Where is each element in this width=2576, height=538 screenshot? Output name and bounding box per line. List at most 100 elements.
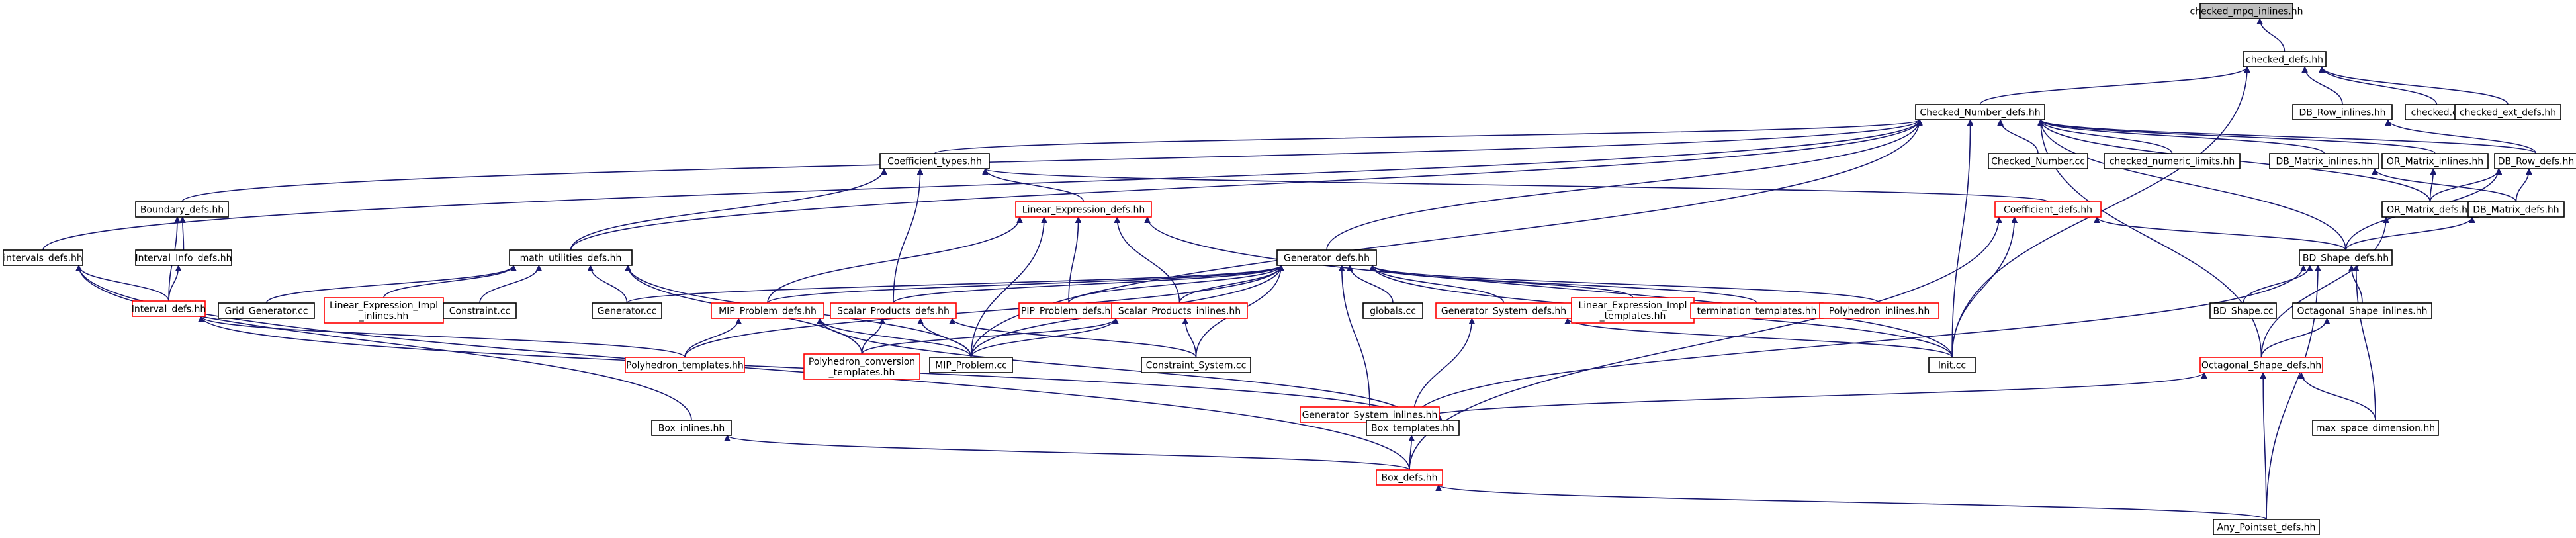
- node-generator-defs[interactable]: Generator_defs.hh: [1276, 249, 1377, 266]
- node-db-row-defs[interactable]: DB_Row_defs.hh: [2494, 153, 2576, 169]
- node-octagonal-shape-inlines[interactable]: Octagonal_Shape_inlines.hh: [2292, 302, 2432, 319]
- dependency-edge: [684, 265, 1281, 358]
- node-globals-cc[interactable]: globals.cc: [1362, 302, 1423, 319]
- dependency-edge: [985, 168, 2049, 202]
- node-polyhedron-conversion-templates[interactable]: Polyhedron_conversion_templates.hh: [803, 353, 920, 380]
- dependency-edge: [2322, 66, 2509, 105]
- node-coefficient-defs[interactable]: Coefficient_defs.hh: [1994, 201, 2102, 218]
- node-generator-cc[interactable]: Generator.cc: [592, 302, 662, 319]
- dependency-edge: [1372, 265, 1880, 304]
- node-constraint-cc[interactable]: Constraint.cc: [443, 302, 517, 319]
- node-mip-problem-defs[interactable]: MIP_Problem_defs.hh: [711, 302, 824, 319]
- node-label: checked_defs.hh: [2246, 55, 2323, 66]
- node-box: [2494, 153, 2576, 169]
- edge-mip-problem-defs-to-generator-defs: [767, 265, 1281, 304]
- node-label: Linear_Expression_defs.hh: [1022, 205, 1145, 216]
- node-checked-ext-defs[interactable]: checked_ext_defs.hh: [2454, 104, 2561, 120]
- node-db-matrix-inlines[interactable]: DB_Matrix_inlines.hh: [2269, 153, 2379, 169]
- node-label: DB_Row_inlines.hh: [2299, 108, 2385, 118]
- node-label: checked_mpq_inlines.hh: [2190, 7, 2303, 17]
- node-label: Coefficient_defs.hh: [2004, 205, 2092, 216]
- dependency-edge: [861, 318, 883, 355]
- node-generator-system-inlines[interactable]: Generator_System_inlines.hh: [1300, 406, 1440, 423]
- node-box-templates[interactable]: Box_templates.hh: [1366, 420, 1460, 436]
- node-grid-generator-cc[interactable]: Grid_Generator.cc: [218, 302, 315, 319]
- node-coefficient-types[interactable]: Coefficient_types.hh: [879, 153, 990, 169]
- node-box: [1819, 302, 1939, 319]
- edge-pip-problem-defs-to-generator-defs: [1068, 265, 1281, 304]
- node-intervals-defs[interactable]: intervals_defs.hh: [3, 249, 83, 266]
- edge-interval-info-defs-to-boundary-defs: [183, 217, 184, 251]
- node-checked-number-defs[interactable]: Checked_Number_defs.hh: [1915, 104, 2045, 120]
- node-label: checked_ext_defs.hh: [2460, 108, 2556, 118]
- node-label: Polyhedron_conversion: [809, 357, 915, 367]
- dependency-edge: [201, 316, 686, 358]
- node-scalar-products-defs[interactable]: Scalar_Products_defs.hh: [830, 302, 957, 319]
- edge-scalar-products-defs-to-generator-defs: [893, 265, 1281, 304]
- node-or-matrix-defs[interactable]: OR_Matrix_defs.hh: [2381, 201, 2479, 218]
- edge-box-templates-to-octagonal-shape-defs: [1412, 372, 2204, 421]
- node-polyhedron-templates[interactable]: Polyhedron_templates.hh: [625, 357, 745, 373]
- edge-coefficient-defs-to-coefficient-types: [985, 168, 2049, 202]
- dependency-edge: [2301, 372, 2376, 421]
- node-termination-templates[interactable]: termination_templates.hh: [1690, 302, 1824, 319]
- node-boundary-defs[interactable]: Boundary_defs.hh: [135, 201, 229, 218]
- node-any-pointset-defs[interactable]: Any_Pointset_defs.hh: [2213, 519, 2320, 535]
- node-label: Linear_Expression_Impl: [330, 300, 438, 311]
- node-label: MIP_Problem_defs.hh: [719, 306, 817, 317]
- edge-math-utilities-defs-to-checked-number-defs: [570, 120, 1920, 251]
- edge-polyhedron-conversion-templates-to-scalar-products-defs: [861, 318, 883, 355]
- node-checked-number-cc[interactable]: Checked_Number.cc: [1988, 153, 2088, 169]
- node-db-row-inlines[interactable]: DB_Row_inlines.hh: [2292, 104, 2393, 120]
- dependency-edge: [1117, 217, 1180, 304]
- edge-polyhedron-conversion-templates-to-scalar-products-inlines: [861, 318, 1116, 355]
- edge-generator-cc-to-math-utilities-defs: [590, 265, 628, 304]
- node-label: intervals_defs.hh: [3, 253, 83, 264]
- node-bd-shape-defs[interactable]: BD_Shape_defs.hh: [2299, 249, 2393, 266]
- edge-mip-problem-cc-to-mip-problem-defs: [820, 318, 972, 358]
- dependency-edge: [2429, 169, 2434, 202]
- dependency-edge: [2097, 216, 2346, 251]
- node-box: [711, 302, 824, 319]
- node-box-defs[interactable]: Box_defs.hh: [1376, 469, 1443, 486]
- node-constraint-system-cc[interactable]: Constraint_System.cc: [1141, 357, 1251, 373]
- dependency-edge: [2322, 66, 2438, 105]
- node-box: [3, 249, 83, 266]
- node-checked-defs[interactable]: checked_defs.hh: [2243, 51, 2327, 67]
- node-box: [592, 302, 662, 319]
- edge-bd-shape-defs-to-coefficient-defs: [2097, 216, 2346, 251]
- node-linear-expression-defs[interactable]: Linear_Expression_defs.hh: [1015, 201, 1152, 218]
- node-checked-cc[interactable]: checked.cc: [2405, 104, 2469, 120]
- node-box-inlines[interactable]: Box_inlines.hh: [651, 420, 732, 436]
- node-pip-problem-defs[interactable]: PIP_Problem_defs.hh: [1018, 302, 1119, 319]
- node-box: [132, 300, 206, 317]
- dependency-edge: [2041, 119, 2436, 154]
- node-label: Interval_defs.hh: [132, 304, 206, 315]
- node-polyhedron-inlines[interactable]: Polyhedron_inlines.hh: [1819, 302, 1939, 319]
- edge-grid-generator-cc-to-math-utilities-defs: [265, 265, 514, 304]
- node-label: Octagonal_Shape_inlines.hh: [2297, 306, 2428, 317]
- node-max-space-dimension[interactable]: max_space_dimension.hh: [2312, 420, 2439, 436]
- node-interval-info-defs[interactable]: Interval_Info_defs.hh: [135, 249, 232, 266]
- node-db-matrix-defs[interactable]: DB_Matrix_defs.hh: [2467, 201, 2565, 218]
- node-generator-system-defs[interactable]: Generator_System_defs.hh: [1435, 302, 1572, 319]
- dependency-edge: [1342, 265, 1370, 408]
- node-interval-defs[interactable]: Interval_defs.hh: [132, 300, 206, 317]
- node-init-cc[interactable]: Init.cc: [1928, 357, 1976, 373]
- node-or-matrix-inlines[interactable]: OR_Matrix_inlines.hh: [2381, 153, 2489, 169]
- node-mip-problem-cc[interactable]: MIP_Problem.cc: [929, 357, 1013, 373]
- edge-intervals-defs-to-checked-number-defs: [42, 120, 1920, 251]
- node-scalar-products-inlines[interactable]: Scalar_Products_inlines.hh: [1111, 302, 1248, 319]
- node-octagonal-shape-defs[interactable]: Octagonal_Shape_defs.hh: [2199, 357, 2323, 373]
- node-box: [324, 297, 444, 324]
- dependency-edge: [893, 169, 920, 304]
- node-linear-expression-impl-templates[interactable]: Linear_Expression_Impl_templates.hh: [1571, 297, 1695, 324]
- dependency-edge: [42, 120, 1920, 251]
- node-checked-numeric-limits[interactable]: checked_numeric_limits.hh: [2104, 153, 2241, 169]
- edge-constraint-system-cc-to-scalar-products-inlines: [1185, 318, 1197, 358]
- node-bd-shape-cc[interactable]: BD_Shape.cc: [2209, 302, 2277, 319]
- node-math-utilities-defs[interactable]: math_utilities_defs.hh: [509, 249, 633, 266]
- node-label: _inlines.hh: [359, 311, 409, 322]
- node-linear-expression-impl-inlines[interactable]: Linear_Expression_Impl_inlines.hh: [324, 297, 444, 324]
- node-checked-mpq-inlines[interactable]: checked_mpq_inlines.hh: [2190, 3, 2303, 19]
